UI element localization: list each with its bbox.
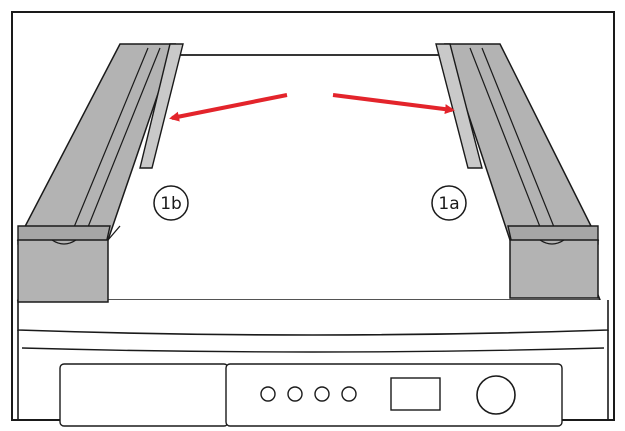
right-rail-front-block: [509, 239, 599, 299]
left-rail-lip: [139, 43, 184, 169]
body-top-curve: [17, 300, 609, 336]
callout-1a: 1a: [431, 185, 467, 221]
left-rail-front-block: [17, 239, 109, 303]
callout-1b-label: 1b: [160, 194, 182, 214]
right-rail-lip: [435, 43, 483, 169]
display-window: [390, 377, 441, 411]
callout-1b: 1b: [153, 185, 189, 221]
program-button-1: [260, 386, 276, 402]
machine-body: [17, 300, 609, 427]
body-inner-curve: [21, 347, 605, 353]
right-rail-groove-2: [481, 47, 557, 233]
right-rail-notch: [539, 239, 565, 245]
program-button-4: [341, 386, 357, 402]
left-rail-notch: [51, 239, 77, 245]
left-rail-groove-2: [85, 47, 161, 233]
left-rail-groove-1: [71, 47, 149, 233]
program-button-3: [314, 386, 330, 402]
left-rail: [16, 43, 184, 303]
right-rail: [435, 43, 600, 299]
callout-1a-circle: [431, 185, 467, 221]
left-rail-block-side: [107, 225, 121, 241]
right-rail-groove-1: [469, 47, 543, 233]
arrow-left-icon: [169, 93, 288, 122]
callout-1b-circle: [153, 185, 189, 221]
callout-1a-label: 1a: [438, 194, 459, 214]
program-selector-knob: [476, 375, 516, 415]
control-panel-left-section: [59, 363, 229, 427]
arrow-right-icon: [332, 93, 455, 115]
program-button-2: [287, 386, 303, 402]
